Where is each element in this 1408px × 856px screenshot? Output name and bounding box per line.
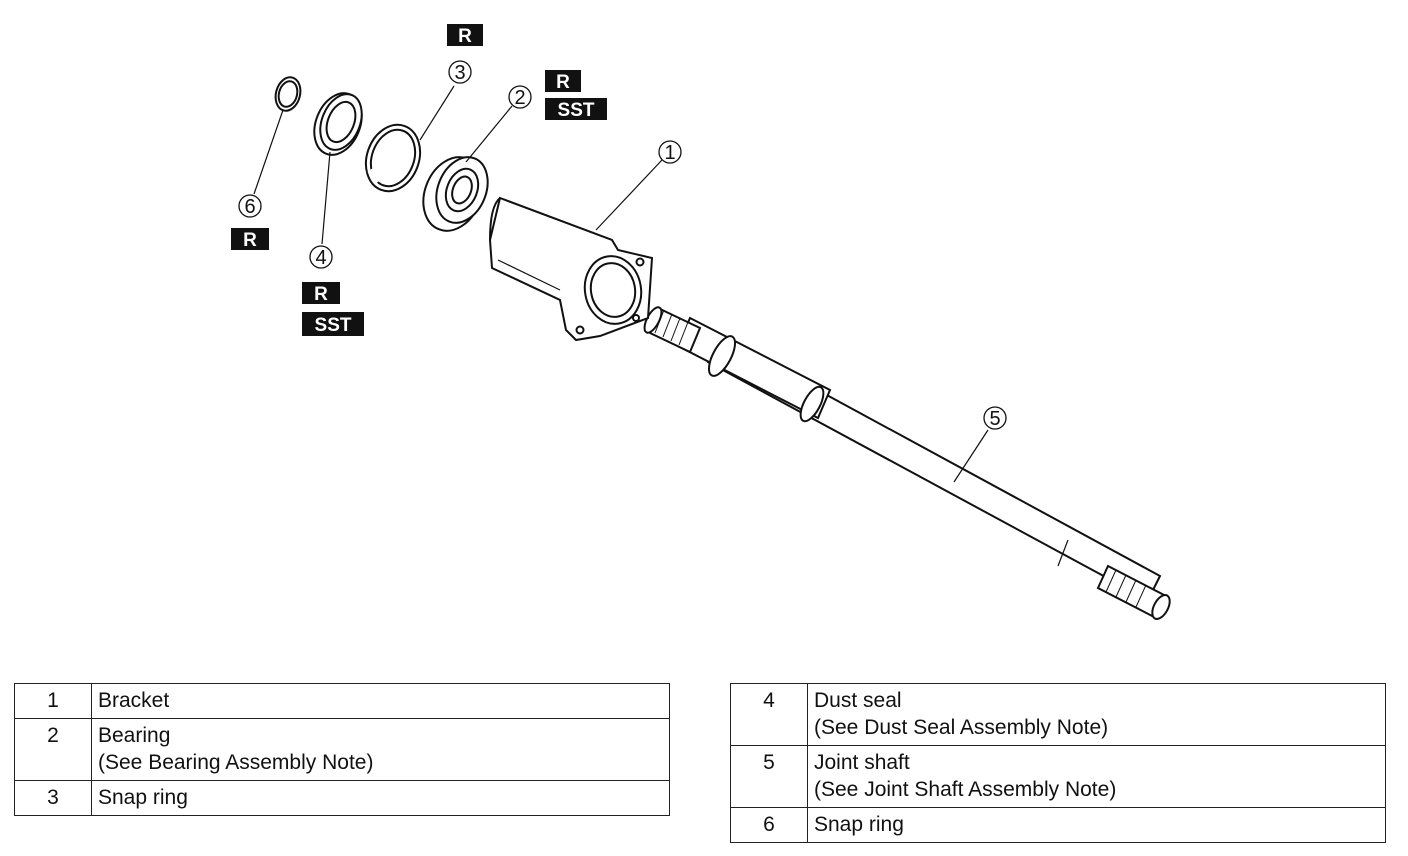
part-description: Bearing (See Bearing Assembly Note) — [91, 718, 670, 781]
table-row: 3 Snap ring — [14, 780, 670, 816]
callout-3: 3 — [448, 60, 472, 84]
svg-text:SST: SST — [315, 315, 352, 336]
part-number: 1 — [14, 683, 92, 719]
leader-lines — [253, 85, 989, 483]
svg-text:3: 3 — [454, 62, 465, 84]
part-name: Snap ring — [98, 786, 188, 809]
tag-r-part-6: R — [231, 228, 269, 251]
table-row: 1 Bracket — [14, 683, 670, 719]
part-description: Dust seal (See Dust Seal Assembly Note) — [807, 683, 1386, 746]
callout-4: 4 — [309, 245, 333, 269]
part-number: 4 — [730, 683, 808, 746]
part-number: 3 — [14, 780, 92, 816]
svg-text:R: R — [458, 26, 472, 47]
svg-text:1: 1 — [664, 142, 675, 164]
parts-table-left: 1 Bracket 2 Bearing (See Bearing Assembl… — [14, 683, 670, 816]
part-note: (See Dust Seal Assembly Note) — [814, 716, 1109, 739]
part-number: 6 — [730, 807, 808, 843]
part-description: Snap ring — [91, 780, 670, 816]
svg-text:SST: SST — [558, 100, 595, 121]
snap-ring-3-drawing — [364, 123, 422, 193]
table-row: 6 Snap ring — [730, 807, 1386, 843]
svg-text:R: R — [556, 72, 570, 93]
svg-text:4: 4 — [315, 247, 326, 269]
part-name: Joint shaft — [814, 751, 910, 774]
dust-seal-drawing — [313, 92, 363, 156]
svg-text:6: 6 — [244, 196, 255, 218]
svg-text:R: R — [314, 284, 328, 305]
table-row: 5 Joint shaft (See Joint Shaft Assembly … — [730, 745, 1386, 808]
table-row: 2 Bearing (See Bearing Assembly Note) — [14, 718, 670, 781]
part-note: (See Bearing Assembly Note) — [98, 751, 374, 774]
exploded-view-diagram: 1 2 3 4 5 6 R R SST R R SST — [231, 24, 1171, 620]
callout-1: 1 — [658, 140, 682, 164]
tag-sst-part-4: SST — [302, 312, 364, 336]
tag-r-part-3: R — [447, 24, 483, 47]
parts-table-right: 4 Dust seal (See Dust Seal Assembly Note… — [730, 683, 1386, 843]
part-name: Bracket — [98, 689, 170, 712]
part-note: (See Joint Shaft Assembly Note) — [814, 778, 1117, 801]
callout-5: 5 — [983, 406, 1007, 430]
part-number: 2 — [14, 718, 92, 781]
svg-text:R: R — [243, 230, 257, 251]
svg-text:5: 5 — [989, 408, 1000, 430]
part-description: Snap ring — [807, 807, 1386, 843]
part-name: Bearing — [98, 724, 171, 747]
bearing-drawing — [422, 156, 489, 232]
callout-2: 2 — [508, 85, 532, 109]
table-row: 4 Dust seal (See Dust Seal Assembly Note… — [730, 683, 1386, 746]
part-number: 5 — [730, 745, 808, 808]
bracket-drawing — [488, 196, 654, 342]
callout-6: 6 — [238, 194, 262, 218]
part-name: Dust seal — [814, 689, 902, 712]
svg-text:2: 2 — [514, 87, 525, 109]
joint-shaft-drawing — [643, 306, 1171, 620]
tag-r-part-4: R — [302, 282, 340, 305]
tag-sst-part-2: SST — [545, 98, 607, 121]
part-name: Snap ring — [814, 813, 904, 836]
snap-ring-6-drawing — [274, 76, 302, 112]
part-description: Joint shaft (See Joint Shaft Assembly No… — [807, 745, 1386, 808]
tag-r-part-2: R — [545, 70, 581, 93]
part-description: Bracket — [91, 683, 670, 719]
